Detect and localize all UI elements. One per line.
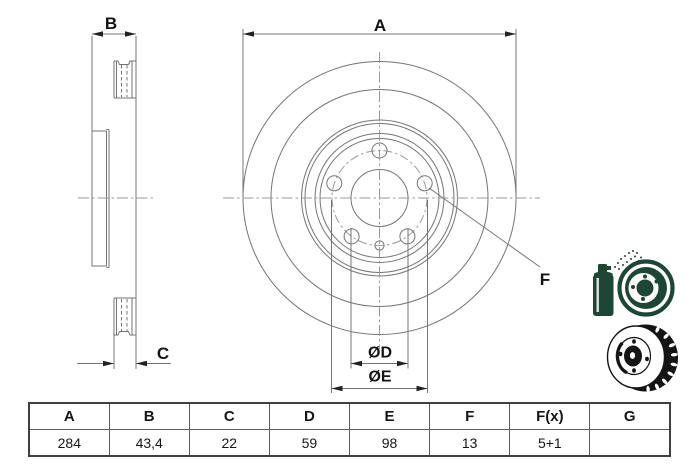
dim-label-od: ØD [368,345,392,362]
dim-label-c: C [157,344,169,363]
table-value-cell: 22 [188,429,270,457]
arrowhead-right-icon [397,360,408,367]
dim-label-f: F [540,270,550,289]
arrowhead-right-icon [103,360,114,367]
arrowhead-right-icon [505,31,516,37]
arrowhead-left-icon [243,31,254,37]
table-value-row: 284 43,4 22 59 98 13 5+1 [28,429,671,457]
coated-disc-icon [617,259,675,317]
table-value-cell: 59 [268,429,351,457]
dimension-b: B [92,14,136,37]
dimension-a: A [242,16,517,197]
table-header-cell: E [348,402,431,430]
arrowhead-left-icon [331,385,343,392]
table-header-cell: C [188,402,270,430]
table-value-cell [589,429,671,457]
front-view [223,52,540,349]
table-header-cell: D [268,402,351,430]
arrowhead-right-icon [125,31,136,37]
dimension-c: C [77,344,171,367]
arrowhead-left-icon [136,360,147,367]
table-header-cell: F [429,402,511,430]
table-value-cell: 98 [348,429,431,457]
f-leader: F [428,187,550,289]
table-value-cell: 5+1 [509,429,591,457]
arrowhead-left-icon [92,31,103,37]
arrowhead-right-icon [416,385,428,392]
table-header-row: A B C D E F F(x) G [28,402,671,430]
dim-label-b: B [105,14,117,33]
table-value-cell: 13 [429,429,511,457]
technical-drawing-canvas: B C [77,14,678,393]
hub-bolt-holes [618,339,649,373]
dimension-oe: ØE [331,200,428,393]
dimension-od: ØD [350,228,409,369]
dim-label-oe: ØE [368,369,391,386]
table-value-cell: 43,4 [108,429,190,457]
vent-slots [646,326,678,393]
table-value-cell: 284 [28,429,110,457]
side-view [78,36,153,369]
dimension-table: A B C D E F F(x) G 284 43,4 22 59 98 13 … [28,402,671,457]
table-header-cell: F(x) [509,402,591,430]
table-header-cell: B [108,402,190,430]
table-header-cell: A [28,402,110,430]
table-header-cell: G [589,402,671,430]
dim-label-a: A [374,16,386,35]
arrowhead-left-icon [351,360,362,367]
coating-spray-icon [593,250,675,317]
vented-disc-icon [606,324,678,393]
